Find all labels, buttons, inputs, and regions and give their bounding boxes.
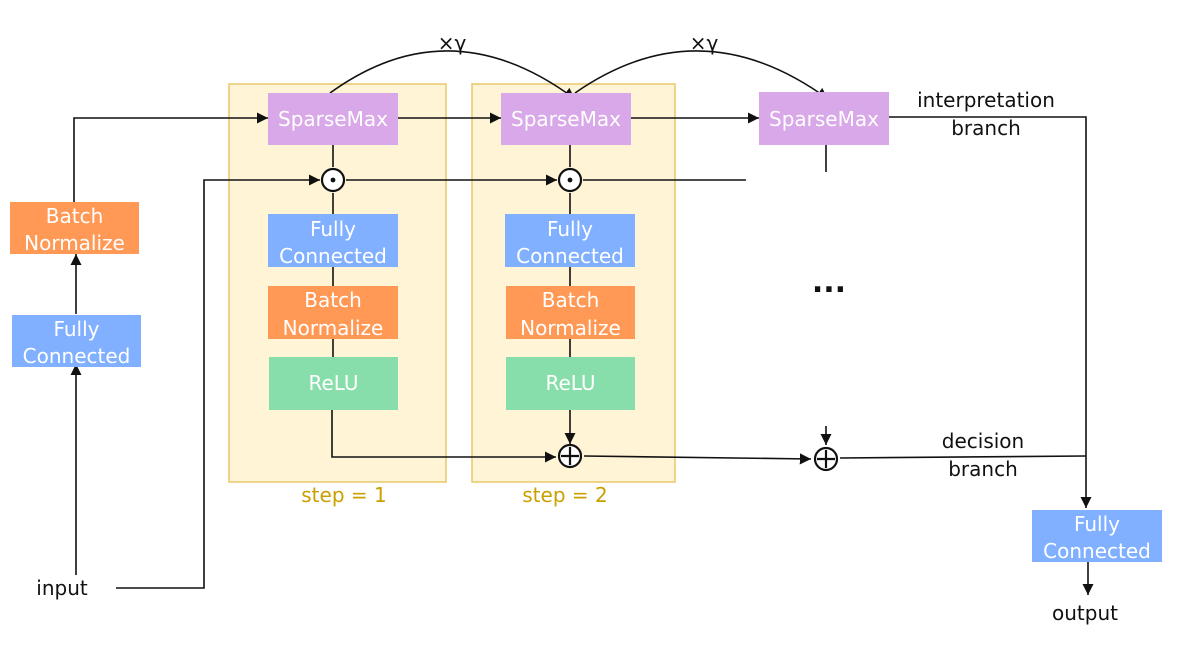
final-fully-connected-line2: Connected — [1043, 539, 1151, 563]
step-1-fully-connected-line1: Fully — [310, 217, 356, 241]
step-1-batch-normalize-block: Batch Normalize — [268, 286, 398, 340]
pre-batch-normalize-block: Batch Normalize — [10, 202, 139, 255]
pre-batch-normalize-line1: Batch — [46, 204, 104, 228]
multiply-icon — [567, 177, 573, 183]
final-fully-connected-line1: Fully — [1074, 512, 1120, 536]
step-3-sparsemax-block: SparseMax — [759, 92, 889, 145]
step-2-fully-connected-line1: Fully — [547, 217, 593, 241]
pre-batch-normalize-line2: Normalize — [24, 231, 125, 255]
step-2-fully-connected-box — [505, 214, 635, 267]
step-1-multiply-operator — [320, 167, 346, 193]
pre-fully-connected-line1: Fully — [53, 317, 99, 341]
step-1-batch-normalize-line2: Normalize — [283, 316, 384, 340]
step-1-relu-block: ReLU — [269, 357, 398, 410]
final-fully-connected-box — [1032, 510, 1162, 562]
step-3-add-operator — [813, 446, 839, 472]
interpretation-label-line1: interpretation — [917, 88, 1055, 112]
gamma-label-1: ×γ — [438, 31, 467, 55]
step-1-relu-box — [269, 357, 398, 410]
output-label: output — [1052, 601, 1118, 625]
pre-batch-normalize-box — [10, 202, 139, 254]
step-2-fully-connected-block: Fully Connected — [505, 214, 635, 268]
step-2-sparsemax-box — [501, 93, 631, 145]
step-3-sparsemax-box — [759, 92, 889, 145]
step-2-panel — [471, 83, 676, 483]
step-2-multiply-operator — [557, 167, 583, 193]
step-2-sparsemax-label: SparseMax — [511, 107, 621, 131]
step-1-panel — [228, 83, 447, 483]
ellipsis-label: ... — [812, 265, 846, 300]
step-1-fully-connected-box — [268, 214, 398, 267]
step-1-sparsemax-box — [268, 93, 398, 145]
step-2-fully-connected-line2: Connected — [516, 244, 624, 268]
gamma-label-2: ×γ — [690, 31, 719, 55]
step-1-batch-normalize-line1: Batch — [304, 288, 362, 312]
step-2-batch-normalize-box — [506, 286, 635, 339]
step-1-fully-connected-block: Fully Connected — [268, 214, 398, 268]
step-2-batch-normalize-block: Batch Normalize — [506, 286, 635, 340]
interpretation-label-line2: branch — [951, 116, 1021, 140]
step-2-add-operator — [557, 443, 583, 469]
step-2-relu-block: ReLU — [506, 357, 635, 410]
input-label: input — [36, 576, 88, 600]
step-1-label: step = 1 — [301, 483, 386, 507]
step-2-batch-normalize-line2: Normalize — [520, 316, 621, 340]
multiply-icon — [330, 177, 336, 183]
step-3-sparsemax-label: SparseMax — [769, 107, 879, 131]
decision-label-line2: branch — [948, 457, 1018, 481]
pre-fully-connected-block: Fully Connected — [12, 315, 141, 368]
final-fully-connected-block: Fully Connected — [1032, 510, 1162, 563]
connections — [70, 50, 1094, 595]
step-1-batch-normalize-box — [268, 286, 398, 339]
pre-fully-connected-line2: Connected — [23, 344, 131, 368]
step-1-sparsemax-label: SparseMax — [278, 107, 388, 131]
step-2-relu-label: ReLU — [545, 371, 595, 395]
step-2-batch-normalize-line1: Batch — [542, 288, 600, 312]
pre-fully-connected-box — [12, 315, 141, 367]
step-1-relu-label: ReLU — [308, 371, 358, 395]
step-2-label: step = 2 — [522, 483, 607, 507]
decision-label-line1: decision — [942, 429, 1024, 453]
step-1-fully-connected-line2: Connected — [279, 244, 387, 268]
step-2-relu-box — [506, 357, 635, 410]
step-2-sparsemax-block: SparseMax — [501, 93, 631, 145]
step-1-sparsemax-block: SparseMax — [268, 93, 398, 145]
